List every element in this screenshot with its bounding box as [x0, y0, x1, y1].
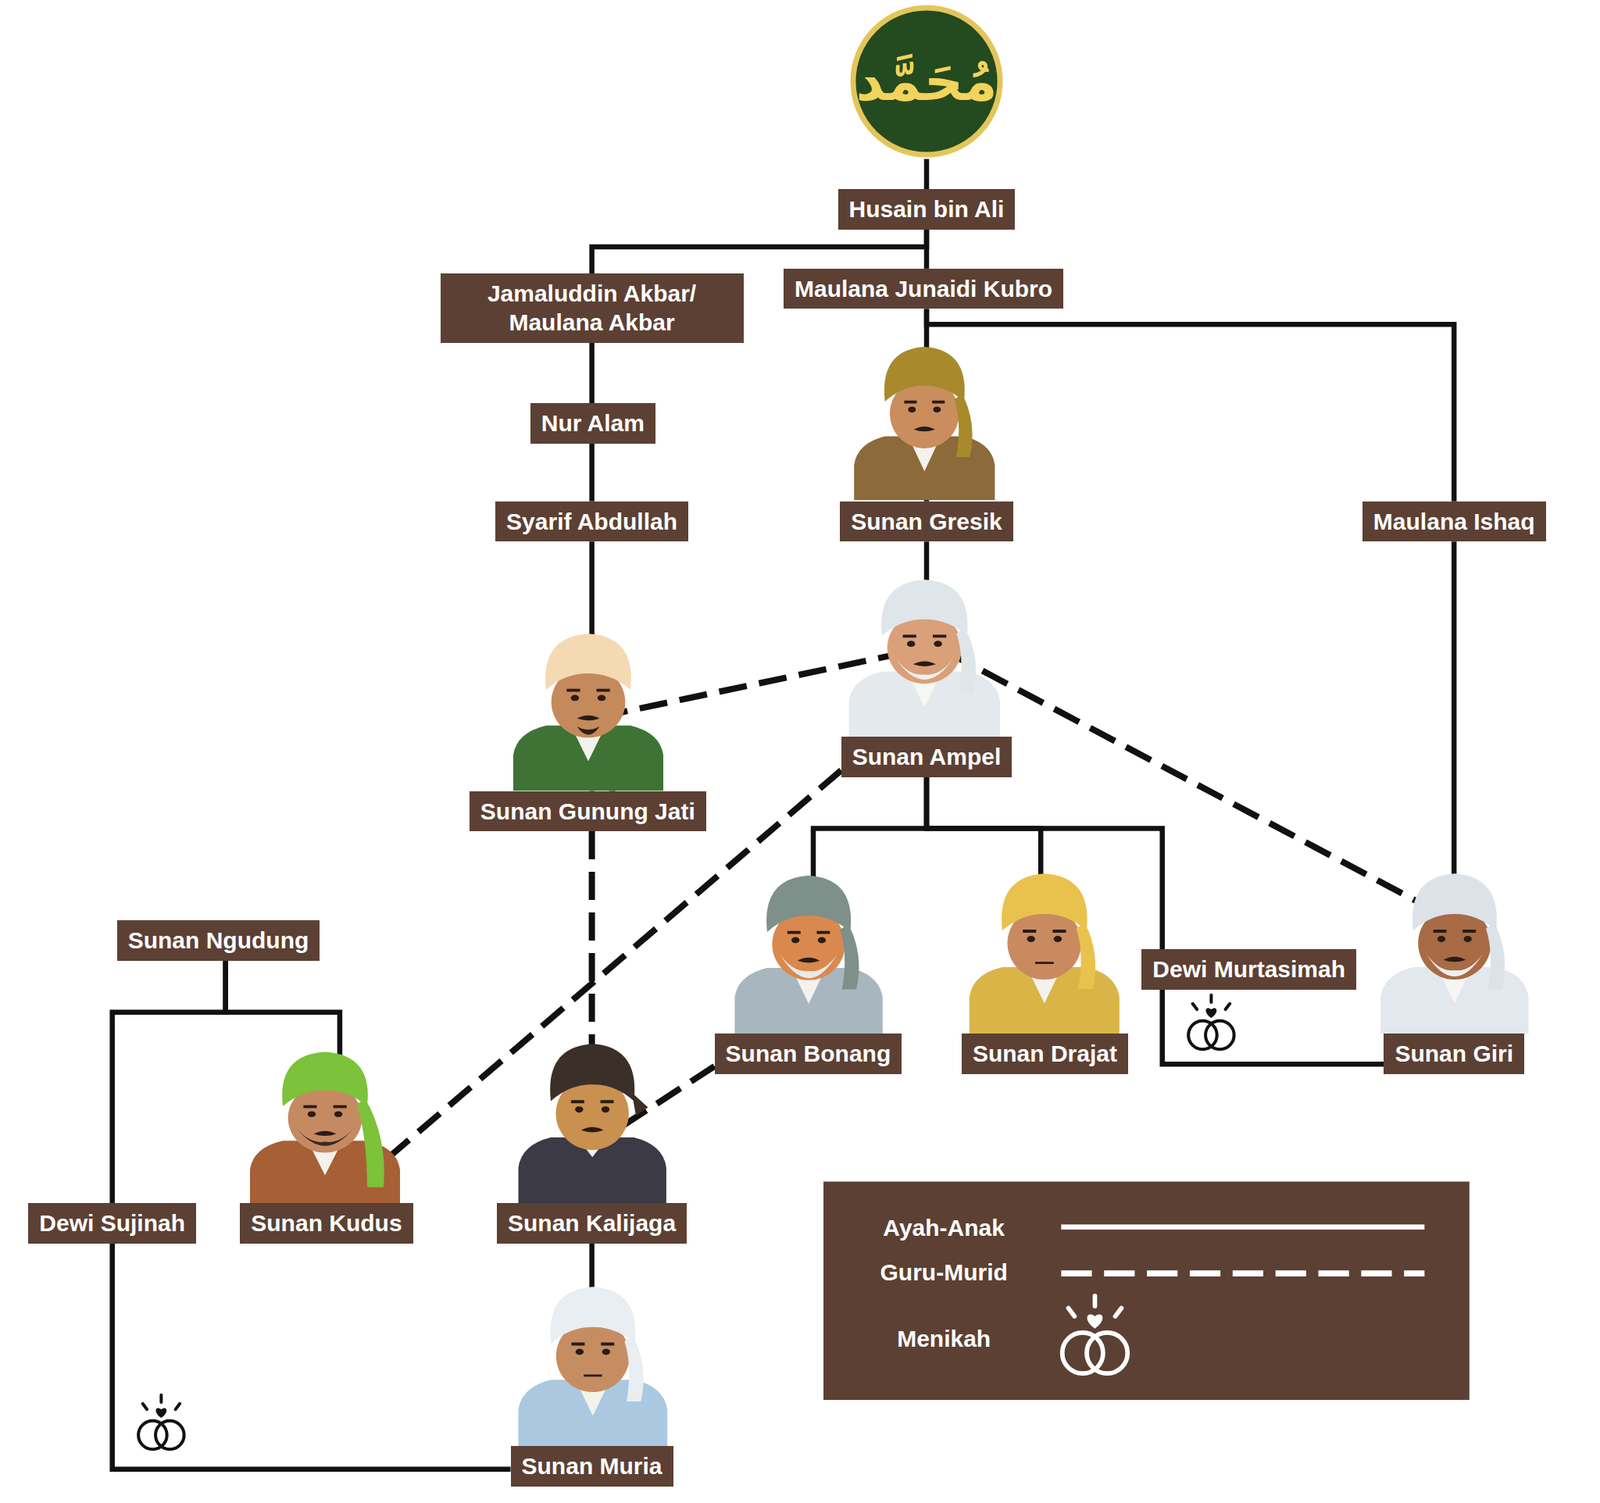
lineage-line: [924, 159, 930, 190]
portrait: [518, 1043, 667, 1204]
legend-ring-sample: [1062, 1296, 1129, 1374]
node-label: Sunan Gunung Jati: [480, 796, 696, 827]
node-label: Sunan Kudus: [250, 1208, 402, 1239]
portrait: [734, 875, 883, 1034]
name-circle: مُحَمَّد: [849, 3, 1004, 159]
name-box: Sunan Muria: [510, 1446, 674, 1487]
beard: [296, 1128, 354, 1147]
features: [903, 400, 945, 432]
beard: [577, 726, 600, 735]
node-label: Maulana Ishaq: [1373, 507, 1536, 537]
node-label: Dewi Sujinah: [39, 1208, 186, 1239]
features: [1433, 929, 1476, 962]
legend-panel: [823, 1182, 1470, 1401]
node-label: Syarif Abdullah: [506, 507, 678, 537]
marriage-line: [112, 1243, 511, 1470]
portrait: [969, 873, 1120, 1034]
lineage-line: [926, 308, 1454, 501]
name-box: Sunan Bonang: [714, 1033, 903, 1075]
node-label: Jamaluddin Akbar/ Maulana Akbar: [451, 278, 733, 338]
name-box: Sunan Ngudung: [117, 920, 321, 961]
name-box: Sunan Kudus: [239, 1203, 413, 1244]
portrait: [513, 633, 664, 791]
portrait: [518, 1286, 668, 1447]
lineage-line: [589, 342, 595, 404]
portrait: [849, 579, 1000, 737]
lineage-line: [589, 443, 595, 502]
turban: [282, 1052, 385, 1188]
name-box: Dewi Sujinah: [28, 1203, 197, 1244]
marriage-icon: [138, 1395, 185, 1450]
node-label: Sunan Kalijaga: [507, 1208, 676, 1239]
circle-shape: [853, 7, 1000, 155]
name-box: Sunan Gresik: [839, 501, 1013, 543]
features: [787, 931, 830, 964]
blankon: [550, 1043, 648, 1116]
node-label: Sunan Ngudung: [128, 925, 310, 956]
name-box: Sunan Kalijaga: [496, 1203, 687, 1244]
node-label: مُحَمَّد: [855, 53, 997, 109]
name-box: Sunan Ampel: [841, 736, 1013, 778]
node-label: Sunan Drajat: [972, 1039, 1118, 1069]
node-label: Dewi Murtasimah: [1152, 954, 1346, 985]
name-box: Dewi Murtasimah: [1141, 949, 1357, 990]
turban: [881, 579, 976, 693]
node-label: Maulana Junaidi Kubro: [794, 274, 1053, 304]
legend-dashed-sample: [1060, 1270, 1425, 1277]
name-box: Syarif Abdullah: [495, 501, 689, 543]
turban: [545, 633, 632, 690]
turban: [884, 346, 973, 458]
name-box: Sunan Giri: [1383, 1033, 1525, 1075]
features: [571, 1100, 614, 1133]
turban: [1001, 873, 1096, 990]
marriage-icon: [1188, 995, 1235, 1050]
portrait: [853, 346, 995, 500]
turban: [1412, 873, 1505, 990]
name-box: Maulana Junaidi Kubro: [783, 268, 1064, 310]
node-label: Sunan Gresik: [850, 507, 1002, 537]
legend-label: Guru-Murid: [880, 1257, 1008, 1288]
chin: [1015, 953, 1074, 976]
node-label: Husain bin Ali: [849, 194, 1005, 225]
chin: [564, 1366, 622, 1389]
node-label: Sunan Bonang: [725, 1039, 892, 1069]
turban: [766, 875, 859, 990]
features: [303, 1105, 347, 1136]
legend-label: Ayah-Anak: [882, 1213, 1005, 1243]
lineage-line: [924, 229, 930, 269]
node-label: Sunan Muria: [521, 1451, 663, 1482]
name-box: Maulana Ishaq: [1362, 501, 1547, 543]
name-box: Husain bin Ali: [838, 189, 1016, 230]
turban: [550, 1286, 643, 1402]
name-box: Sunan Drajat: [961, 1033, 1129, 1075]
features: [903, 634, 947, 666]
node-label: Sunan Giri: [1394, 1039, 1514, 1069]
features: [1022, 929, 1066, 965]
name-box: Jamaluddin Akbar/ Maulana Akbar: [440, 273, 744, 343]
marriage-line: [1162, 989, 1385, 1065]
portrait: [250, 1052, 400, 1205]
legend-label: Menikah: [896, 1324, 991, 1354]
teacher-line: [949, 653, 1450, 1035]
node-label: Sunan Ampel: [852, 742, 1002, 772]
portrait: [1380, 873, 1529, 1034]
features: [571, 1342, 615, 1378]
lineage-line: [112, 960, 226, 1204]
features: [566, 689, 610, 721]
legend-solid-sample: [1060, 1224, 1425, 1230]
name-box: Nur Alam: [530, 403, 656, 444]
node-label: Nur Alam: [541, 408, 645, 439]
name-box: Sunan Gunung Jati: [469, 791, 707, 833]
lineage-line: [592, 229, 927, 274]
